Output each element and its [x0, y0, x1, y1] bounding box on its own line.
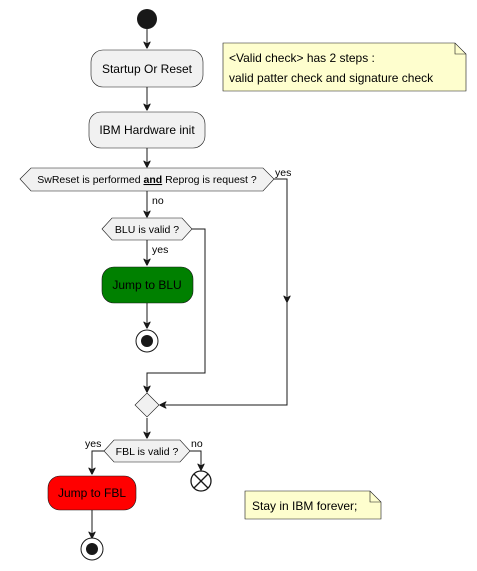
- swreset-no-label: no: [152, 195, 164, 207]
- stop-node-fbl-outer: [80, 537, 104, 561]
- edge-fbl-yes: [92, 450, 104, 474]
- note-valid-check-line2: valid patter check and signature check: [229, 71, 434, 85]
- fbl-no-label: no: [191, 438, 203, 450]
- stop-node-blu-outer: [135, 329, 159, 353]
- stop-node-fbl-inner: [86, 543, 98, 555]
- note-stay-ibm-label: Stay in IBM forever;: [252, 499, 357, 513]
- startup-activity: [90, 49, 204, 88]
- swreset-and-emphasis: and: [143, 174, 162, 186]
- hw-init-label: IBM Hardware init: [99, 123, 195, 137]
- fbl-valid-label: FBL is valid ?: [116, 446, 179, 458]
- jump-blu-activity: [101, 266, 194, 304]
- fbl-yes-label: yes: [85, 438, 101, 450]
- edge-blu-no: [147, 228, 206, 392]
- note-valid-check-line1: <Valid check> has 2 steps :: [229, 51, 375, 65]
- jump-blu-label: Jump to BLU: [112, 278, 181, 292]
- hw-init-activity: [88, 111, 206, 149]
- merge-diamond: [134, 392, 160, 418]
- note-stay-ibm: [244, 490, 382, 520]
- jump-fbl-label: Jump to FBL: [58, 486, 126, 500]
- note-valid-check: [222, 42, 467, 92]
- blu-valid-decision: [101, 217, 193, 241]
- edge-fbl-no: [190, 450, 201, 470]
- stop-node-blu-inner: [141, 335, 153, 347]
- startup-label: Startup Or Reset: [102, 62, 193, 76]
- blu-valid-label: BLU is valid ?: [115, 224, 179, 236]
- start-node: [137, 9, 157, 29]
- flow-final-icon: [190, 470, 212, 492]
- fbl-valid-decision: [103, 439, 191, 463]
- swreset-decision: [19, 167, 275, 192]
- swreset-yes-label: yes: [275, 167, 291, 179]
- swreset-decision-label: SwReset is performed and Reprog is reque…: [37, 174, 257, 186]
- jump-fbl-activity: [47, 475, 137, 511]
- blu-yes-label: yes: [152, 244, 168, 256]
